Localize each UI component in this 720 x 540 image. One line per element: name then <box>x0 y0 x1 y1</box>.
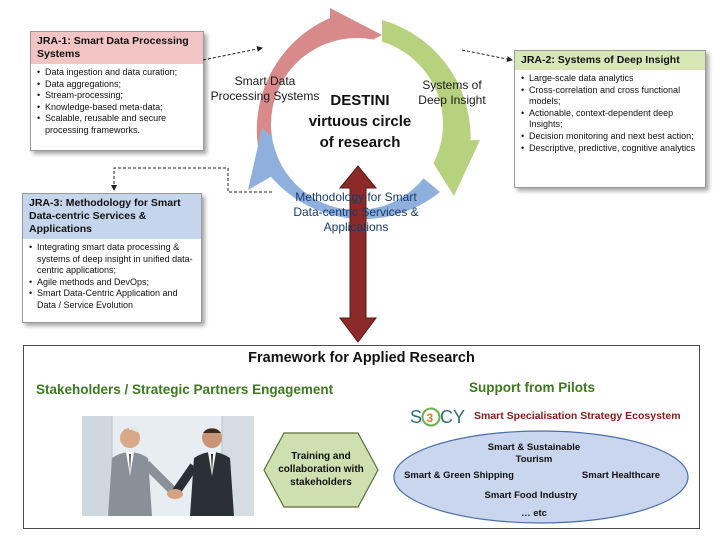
svg-text:S: S <box>410 407 422 427</box>
pilots-ellipse <box>393 430 689 524</box>
handshake-illustration <box>82 416 254 516</box>
jra1-item: Data ingestion and data curation; <box>37 67 197 79</box>
pilots-heading: Support from Pilots <box>469 380 595 395</box>
jra2-item: Cross-correlation and cross functional m… <box>521 85 699 108</box>
connector-jra1 <box>202 46 263 61</box>
jra1-box: JRA-1: Smart Data Processing Systems Dat… <box>30 31 204 151</box>
center-title-line1: DESTINI <box>330 92 390 109</box>
cycle-label-red: Smart Data Processing Systems <box>210 74 320 103</box>
jra1-list: Data ingestion and data curation; Data a… <box>31 64 203 141</box>
double-arrow <box>338 165 378 343</box>
center-title-line3: of research <box>319 134 401 151</box>
hexagon-shape <box>263 432 379 508</box>
jra1-item: Scalable, reusable and secure processing… <box>37 113 197 136</box>
pilot-healthcare: Smart Healthcare <box>581 470 661 481</box>
jra3-item: Agile methods and DevOps; <box>29 277 195 289</box>
jra2-item: Large-scale data analytics <box>521 73 699 85</box>
jra2-box: JRA-2: Systems of Deep Insight Large-sca… <box>514 50 706 188</box>
pilot-food: Smart Food Industry <box>484 490 578 501</box>
svg-text:3: 3 <box>427 411 434 425</box>
jra1-item: Stream-processing; <box>37 90 197 102</box>
jra3-list: Integrating smart data processing & syst… <box>23 239 201 316</box>
jra1-item: Knowledge-based meta-data; <box>37 102 197 114</box>
jra3-item: Integrating smart data processing & syst… <box>29 242 195 277</box>
jra3-box: JRA-3: Methodology for Smart Data-centri… <box>22 193 202 323</box>
jra3-title: JRA-3: Methodology for Smart Data-centri… <box>23 194 201 239</box>
pilot-shipping: Smart & Green Shipping <box>404 470 514 481</box>
handshake-photo <box>82 416 254 516</box>
framework-panel: Framework for Applied Research Stakehold… <box>23 345 700 529</box>
jra2-item: Actionable, context-dependent deep Insig… <box>521 108 699 131</box>
jra2-item: Decision monitoring and next best action… <box>521 131 699 143</box>
jra2-item: Descriptive, predictive, cognitive analy… <box>521 143 699 155</box>
jra2-title: JRA-2: Systems of Deep Insight <box>515 51 705 70</box>
jra1-item: Data aggregations; <box>37 79 197 91</box>
jra2-list: Large-scale data analytics Cross-correla… <box>515 70 705 158</box>
pilot-tourism: Smart & Sustainable Tourism <box>487 442 581 465</box>
center-disc <box>271 38 443 210</box>
ecosystem-label: Smart Specialisation Strategy Ecosystem <box>474 410 681 422</box>
framework-title: Framework for Applied Research <box>248 350 475 366</box>
pilot-etc: … etc <box>521 508 547 519</box>
jra1-title: JRA-1: Smart Data Processing Systems <box>31 32 203 64</box>
stakeholders-heading: Stakeholders / Strategic Partners Engage… <box>36 382 334 397</box>
connector-jra3 <box>111 167 272 193</box>
ring-segment-blue-head <box>248 128 300 190</box>
hexagon-text: Training and collaboration with stakehol… <box>278 451 364 488</box>
cycle-label-blue: Methodology for Smart Data-centric Servi… <box>293 190 419 234</box>
jra3-item: Smart Data-Centric Application and Data … <box>29 288 195 311</box>
center-title-line2: virtuous circle <box>308 113 412 130</box>
s3cy-logo: S 3 CY <box>410 407 465 427</box>
connector-jra2 <box>461 49 513 62</box>
cycle-label-green: Systems of Deep Insight <box>418 78 486 107</box>
svg-text:CY: CY <box>440 407 465 427</box>
